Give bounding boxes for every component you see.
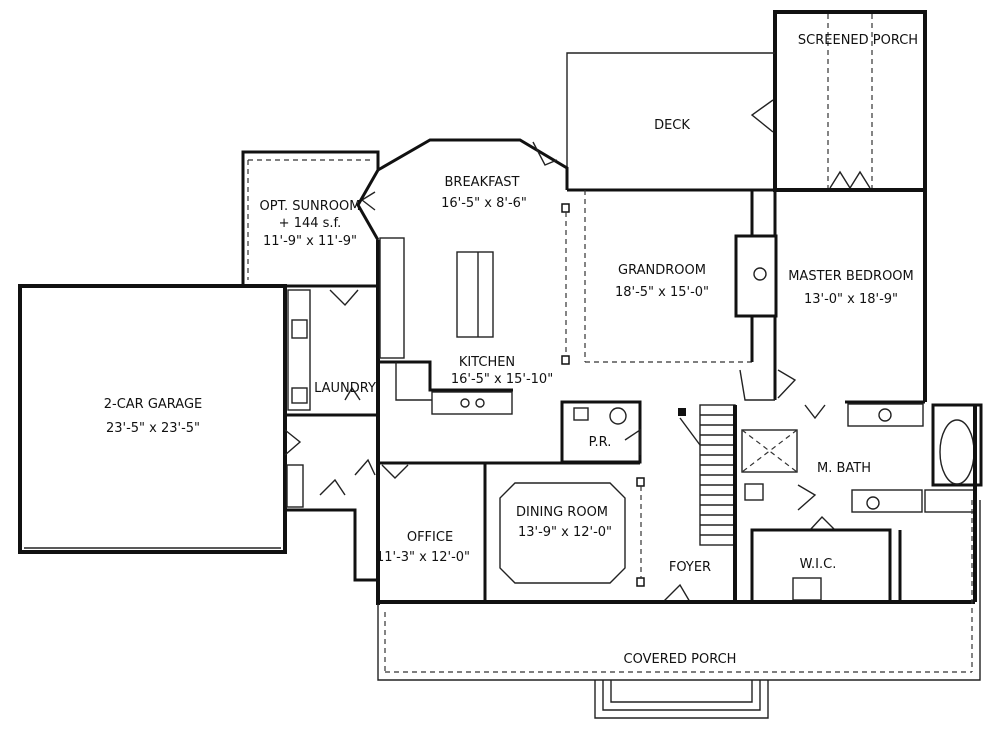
kitchen-label: KITCHEN <box>459 355 515 370</box>
covered-porch-label: COVERED PORCH <box>624 652 737 667</box>
sunroom-area: + 144 s.f. <box>279 216 342 231</box>
kitchen-dims: 16'-5" x 15'-10" <box>451 372 553 387</box>
office-label: OFFICE <box>407 530 453 545</box>
foyer-label: FOYER <box>669 560 711 575</box>
laundry-label: LAUNDRY <box>314 381 376 396</box>
breakfast-bay <box>356 138 570 365</box>
sunroom-dims: 11'-9" x 11'-9" <box>263 234 357 249</box>
master-bedroom-dims: 13'-0" x 18'-9" <box>804 292 898 307</box>
laundry <box>285 240 380 605</box>
walk-in-closet-label: W.I.C. <box>800 557 837 572</box>
front-walls <box>378 405 977 604</box>
office-dims: 11'-3" x 12'-0" <box>376 550 470 565</box>
screened-porch-label: SCREENED PORCH <box>798 33 918 48</box>
dining-office <box>378 461 691 603</box>
sunroom-label: OPT. SUNROOM <box>260 199 361 214</box>
grandroom-dims: 18'-5" x 15'-0" <box>615 285 709 300</box>
master-bedroom <box>739 188 927 427</box>
master-bedroom-label: MASTER BEDROOM <box>788 269 914 284</box>
powder-room <box>560 400 642 464</box>
master-bath <box>741 403 983 531</box>
powder-room-label: P.R. <box>589 435 612 450</box>
grandroom <box>584 190 778 400</box>
sunroom <box>241 150 380 285</box>
garage <box>18 284 378 582</box>
grandroom-label: GRANDROOM <box>618 263 706 278</box>
covered-porch <box>377 500 981 719</box>
garage-label: 2-CAR GARAGE <box>104 397 203 412</box>
breakfast-label: BREAKFAST <box>445 175 520 190</box>
garage-dims: 23'-5" x 23'-5" <box>106 421 200 436</box>
master-bath-label: M. BATH <box>817 461 871 476</box>
dining-room-dims: 13'-9" x 12'-0" <box>518 525 612 540</box>
dining-room-label: DINING ROOM <box>516 505 608 520</box>
deck-label: DECK <box>654 118 690 133</box>
stair <box>678 404 737 602</box>
deck <box>566 52 775 192</box>
breakfast-dims: 16'-5" x 8'-6" <box>441 196 527 211</box>
kitchen <box>379 237 513 415</box>
